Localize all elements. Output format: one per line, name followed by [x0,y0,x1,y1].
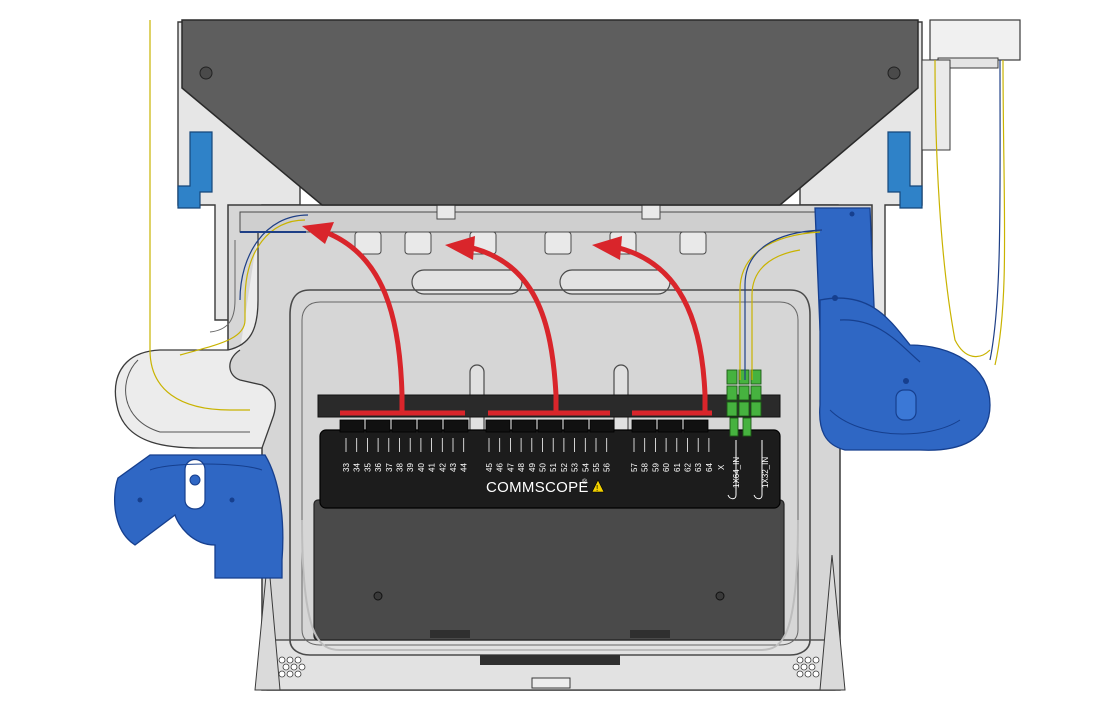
port-label: 43 [449,463,458,472]
latch-right[interactable] [887,131,923,209]
routing-arrow-1 [302,222,465,416]
port-label: 49 [528,463,537,472]
port-label: 45 [485,463,494,472]
port-label: 64 [705,463,714,472]
port-label: 39 [406,463,415,472]
input-labels: X 1X64_IN 1X32_IN [717,440,770,500]
port-label: 59 [651,463,660,472]
routing-arrow-2 [445,236,610,416]
warning-triangle-icon [591,479,605,493]
port-ticks [345,438,710,452]
port-label: 55 [592,463,601,472]
x-label: X [717,464,726,470]
port-label: 41 [428,463,437,472]
port-label: 58 [641,463,650,472]
port-label: 47 [506,463,515,472]
vent-left [278,656,306,678]
vent-right [792,656,820,678]
port-label: 50 [539,463,548,472]
port-label: 34 [353,463,362,472]
left-spool [113,454,284,579]
right-spool [814,207,991,451]
port-label: 57 [630,463,639,472]
port-label: 53 [571,463,580,472]
port-label: 46 [496,463,505,472]
port-label: 62 [684,463,693,472]
port-label: 60 [662,463,671,472]
input-32-label: 1X32_IN [761,457,770,488]
port-label: 35 [363,463,372,472]
port-label: 44 [460,463,469,472]
left-routing-guide [114,232,276,449]
port-label: 61 [673,463,682,472]
brand-registered-mark: ® [582,478,588,486]
brand-logo: COMMSCOPE ® ! [486,478,605,496]
port-label: 54 [581,463,590,472]
port-label: 33 [342,463,351,472]
port-label: 40 [417,463,426,472]
port-label: 38 [396,463,405,472]
port-label: 52 [560,463,569,472]
port-label: 37 [385,463,394,472]
brand-name: COMMSCOPE [486,479,589,496]
input-adapters [726,369,762,437]
routing-arrows [302,222,712,416]
port-label: 63 [694,463,703,472]
routing-arrow-3 [592,236,712,416]
tray-lid [181,19,919,206]
svg-text:!: ! [596,484,598,493]
fiber-routing [149,20,1006,411]
port-label: 48 [517,463,526,472]
port-label: 56 [603,463,612,472]
latch-left[interactable] [177,131,213,209]
port-label: 51 [549,463,558,472]
port-label: 42 [438,463,447,472]
port-label: 36 [374,463,383,472]
